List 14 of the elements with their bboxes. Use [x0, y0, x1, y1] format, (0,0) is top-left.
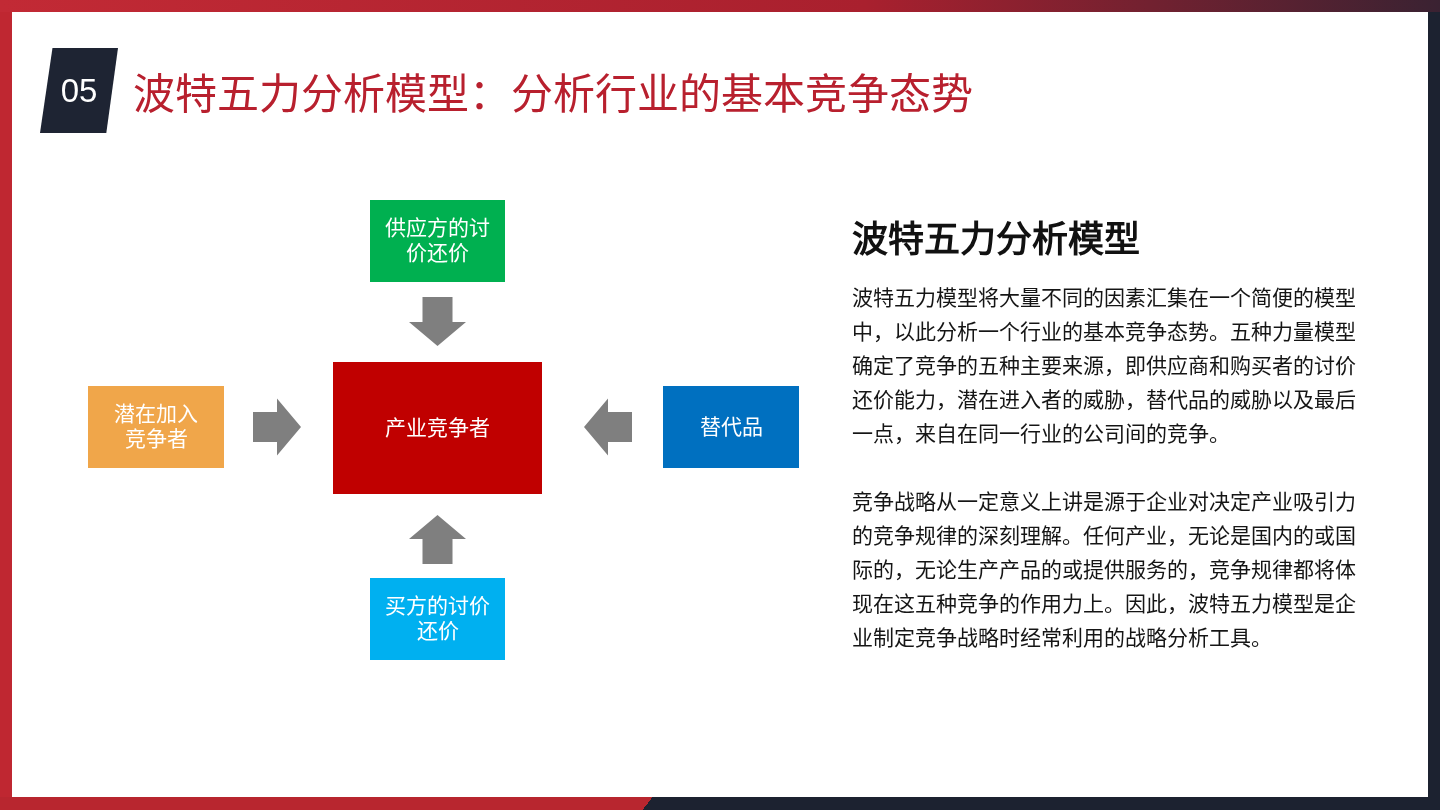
block-arrow — [253, 398, 301, 456]
number-badge: 05 — [40, 48, 118, 133]
section-heading: 波特五力分析模型 — [852, 218, 1141, 262]
block-arrow — [409, 515, 466, 564]
block-arrow — [409, 297, 466, 346]
force-box: 替代品 — [663, 386, 799, 468]
force-box: 买方的讨价还价 — [370, 578, 505, 660]
force-box: 供应方的讨价还价 — [370, 200, 505, 282]
paragraph: 竞争战略从一定意义上讲是源于企业对决定产业吸引力的竞争规律的深刻理解。任何产业，无论是国内的或国际的，无论生产产品的或提供服务的，竞争规律都将体现在这五种竞争的作用力上。因此，波特五力模型是企业制定竞争战略时经常利用的战略分析工具。 — [852, 489, 1357, 652]
block-arrow — [584, 398, 632, 456]
center-box: 产业竞争者 — [333, 362, 542, 494]
paragraph: 波特五力模型将大量不同的因素汇集在一个简便的模型中，以此分析一个行业的基本竞争态势。五种力量模型确定了竞争的五种主要来源，即供应商和购买者的讨价还价能力，潜在进入者的威胁，替代品的威胁以及最后一点，来自在同一行业的公司间的竞争。 — [852, 285, 1357, 448]
force-box: 潜在加入竞争者 — [88, 386, 224, 468]
slide-title: 波特五力分析模型：分析行业的基本竞争态势 — [133, 69, 973, 121]
